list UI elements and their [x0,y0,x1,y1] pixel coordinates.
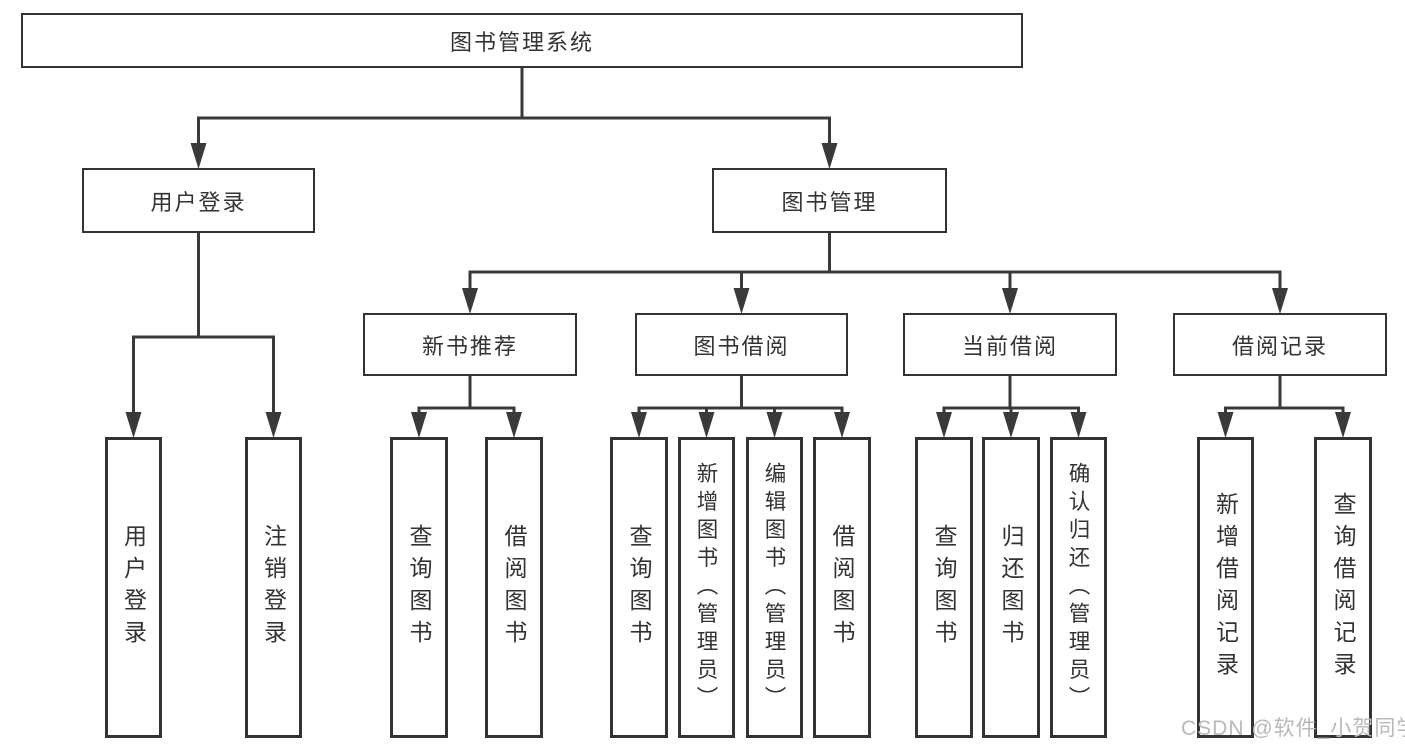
arrowhead-nbr-search-books [411,412,427,438]
node-borrowing-records: 借阅记录 [1173,313,1387,376]
arrowhead-book-management [821,143,838,169]
node-book-management: 图书管理 [712,168,947,233]
arrowhead-user-login-action [125,412,142,438]
arrowhead-current-borrowing [1002,288,1018,314]
node-br-add-record: 新增借阅记录 [1197,437,1254,738]
node-bb-search-books: 查询图书 [610,437,668,738]
arrowhead-cb-return-books [1003,412,1019,438]
watermark: CSDN @软件_小贺同学 [1181,717,1405,740]
node-logout-action: 注销登录 [245,437,302,738]
node-user-login-action: 用户登录 [105,437,162,738]
arrowhead-bb-add-books-admin [698,412,715,438]
arrowhead-logout-action [265,412,282,438]
node-cb-search-books: 查询图书 [915,437,973,738]
arrowhead-bb-search-books [631,412,647,438]
node-bb-edit-books-admin: 编辑图书（管理员） [746,437,803,738]
node-user-login: 用户登录 [82,168,315,233]
arrowhead-new-book-recommendation [462,288,478,314]
node-nbr-borrow-books: 借阅图书 [485,437,543,738]
arrowhead-bb-edit-books-admin [766,412,783,438]
arrowhead-br-search-record [1335,412,1351,438]
edge-book-borrowing [637,376,844,421]
node-cb-return-books: 归还图书 [982,437,1040,738]
arrowhead-book-borrowing [733,288,750,314]
node-library-management-system: 图书管理系统 [21,13,1023,68]
node-br-search-record: 查询借阅记录 [1314,437,1372,738]
arrowhead-nbr-borrow-books [506,412,522,438]
edge-user-login [132,233,275,421]
node-cb-confirm-return-admin: 确认归还（管理员） [1050,437,1107,738]
arrowhead-cb-confirm-return-admin [1070,412,1087,438]
arrowhead-borrowing-records [1272,288,1288,314]
edge-book-management [468,233,1282,297]
arrowhead-user-login [190,143,207,169]
edge-new-book-recommendation [417,376,516,421]
node-book-borrowing: 图书借阅 [635,313,848,376]
node-nbr-search-books: 查询图书 [390,437,448,738]
node-bb-add-books-admin: 新增图书（管理员） [678,437,735,738]
edge-library-management-system [197,68,831,152]
arrowhead-br-add-record [1217,412,1234,438]
node-new-book-recommendation: 新书推荐 [363,313,577,376]
node-bb-borrow-books: 借阅图书 [813,437,871,738]
arrowhead-cb-search-books [936,412,952,438]
node-current-borrowing: 当前借阅 [903,313,1117,376]
arrowhead-bb-borrow-books [834,412,850,438]
edge-borrowing-records [1224,376,1345,421]
